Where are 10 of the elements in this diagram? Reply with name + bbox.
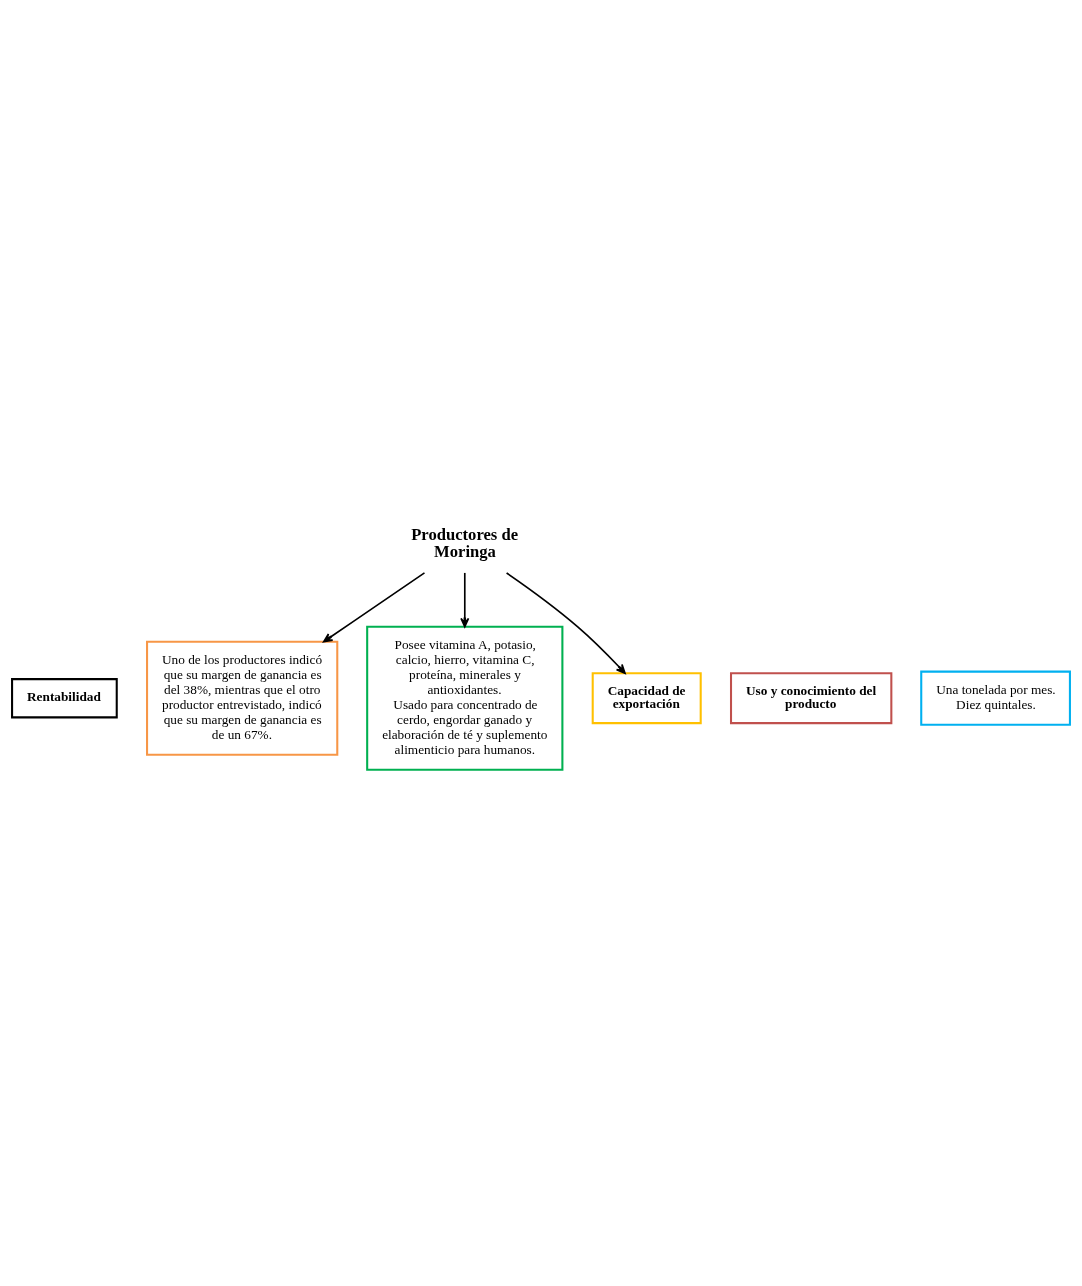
node-box: Posee vitamina A, potasio, calcio, hierro, vitamina C, proteína, minerales y antioxidantes. Usado para concentrado de cerdo, engordar ganado y elaboración de té y suplemento alimenticio para humanos.	[366, 625, 564, 771]
node-text: Productores de Moringa	[411, 525, 519, 562]
arrow	[505, 572, 626, 674]
arrow	[322, 572, 426, 643]
node-box: Rentabilidad	[11, 678, 118, 719]
arrow	[460, 572, 470, 628]
node-box: Una tonelada por mes. Diez quintales.	[920, 670, 1071, 726]
node-box: Uno de los productores indicó que su margen de ganancia es del 38%, mientras que el otro productor entrevistado, indicó que su margen de ganancia es de un 67%.	[146, 640, 339, 756]
node-box: Capacidad de exportación	[591, 672, 702, 725]
node-box: Uso y conocimiento del producto	[730, 672, 893, 725]
